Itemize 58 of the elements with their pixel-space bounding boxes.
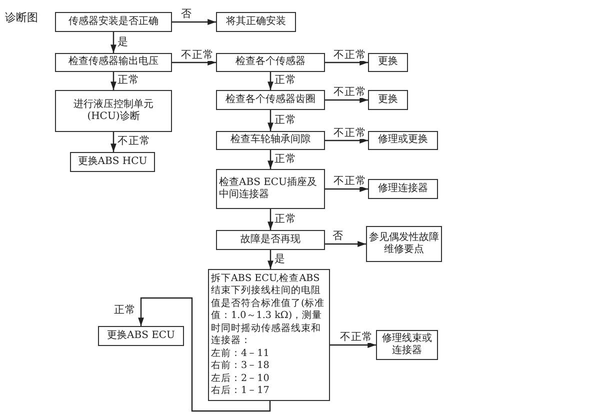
- edge-label: 正常: [274, 152, 298, 164]
- edge-label: 正常: [274, 114, 298, 126]
- box-text: 右后：1－17: [211, 385, 270, 398]
- edge-label: 是: [116, 36, 130, 48]
- process-box: 修理线束或连接器: [376, 330, 438, 360]
- arrow: [268, 110, 274, 131]
- edge-label: 正常: [274, 74, 298, 86]
- arrow: [268, 72, 274, 90]
- process-box: 参见偶发性故障维修要点: [366, 226, 442, 262]
- box-text: 右前：3－18: [211, 360, 270, 372]
- arrow: [172, 60, 216, 66]
- arrow: [330, 342, 376, 348]
- process-box: 进行液压控制单元(HCU)诊断: [55, 90, 172, 132]
- box-text: 左前：4－11: [211, 348, 270, 360]
- edge-label: 不正常: [339, 331, 374, 343]
- arrow: [325, 60, 368, 66]
- arrow: [325, 241, 366, 247]
- process-box: [208, 269, 330, 401]
- box-text: 左后：2－10: [211, 372, 270, 385]
- arrow: [110, 32, 116, 53]
- process-box: 更换: [368, 90, 408, 110]
- edge-label: 正常: [274, 212, 298, 224]
- edge-label: 正常: [113, 304, 137, 316]
- process-box: 修理或更换: [368, 131, 438, 150]
- box-text: 拆下ABS ECU,检查ABS结束下列接线柱间的电阻值是否符合标准值了(标准值：1.0～1.3 kΩ)，测量时同时摇动传感器线束和连接器：: [211, 272, 326, 348]
- arrow: [325, 186, 368, 192]
- process-box: 故障是否再现: [216, 230, 325, 250]
- edge-label: 不正常: [180, 48, 215, 60]
- process-box: 检查ABS ECU插座及中间连接器: [216, 169, 325, 209]
- process-box: 更换ABS HCU: [70, 152, 155, 172]
- arrow: [110, 72, 116, 90]
- process-box: 传感器安装是否正确: [55, 12, 172, 32]
- process-box: 将其正确安装: [216, 12, 296, 32]
- edge-label: 正常: [116, 74, 140, 86]
- edge-label: 不正常: [332, 126, 368, 138]
- edge-label: 不正常: [332, 48, 368, 60]
- arrow: [268, 250, 274, 269]
- edge-label: 否: [332, 230, 344, 242]
- arrow: [138, 297, 271, 412]
- process-box: 修理连接器: [368, 179, 438, 199]
- process-box: 检查车轮轴承间隙: [216, 131, 325, 150]
- edge-label: 不正常: [116, 135, 152, 147]
- process-box: 检查各个传感器齿圈: [216, 90, 325, 110]
- process-box: 更换: [368, 53, 408, 72]
- arrow: [172, 19, 216, 25]
- arrow: [268, 150, 274, 169]
- edge-label: 不正常: [332, 86, 368, 98]
- arrow: [268, 209, 274, 230]
- diagram-title: 诊断图: [4, 12, 39, 24]
- edge-label: 是: [274, 252, 286, 264]
- arrow: [325, 97, 368, 103]
- arrow: [110, 132, 116, 152]
- edge-label: 不正常: [332, 175, 368, 187]
- edge-label: 否: [180, 8, 193, 20]
- process-box: 检查各个传感器: [216, 53, 325, 72]
- process-box: 检查传感器输出电压: [55, 53, 172, 72]
- arrow: [325, 138, 368, 144]
- process-box: 更换ABS ECU: [98, 326, 184, 346]
